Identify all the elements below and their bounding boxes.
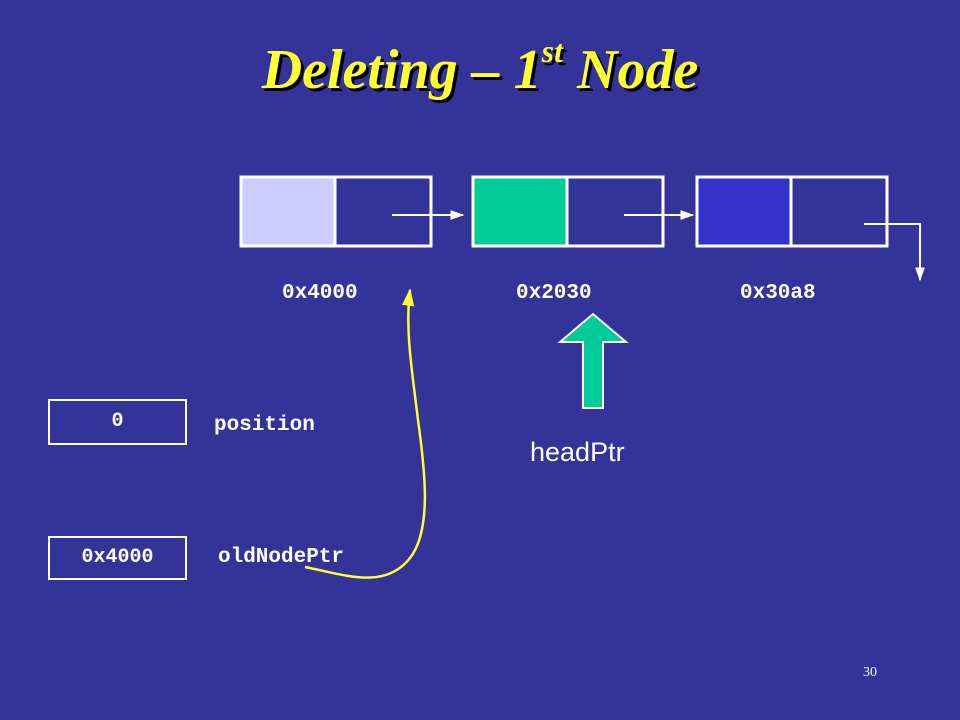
head-pointer-label: headPtr [530,437,625,467]
node-1-address: 0x4000 [282,282,358,305]
node-2-data-cell [471,175,569,248]
position-label: position [214,414,315,437]
old-node-ptr-label: oldNodePtr [218,546,345,569]
title-superscript: st [541,33,564,69]
position-value-box: 0 [48,399,187,445]
headptr-arrow [557,312,629,409]
node-3 [695,175,889,248]
title-end: Node [563,39,699,101]
node-1 [239,175,433,248]
node-2-next-cell [565,175,665,248]
node-1-data-cell [239,175,337,248]
node-1-next-cell [333,175,433,248]
title-main: Deleting – 1 [261,39,542,101]
node-3-next-cell [789,175,889,248]
old-node-pointer-curve [304,288,427,579]
node-3-address: 0x30a8 [740,282,816,305]
old-node-ptr-value-box: 0x4000 [48,536,187,580]
slide-title: Deleting – 1st Node [0,35,960,102]
node-2 [471,175,665,248]
page-number: 30 [863,665,877,680]
node-2-address: 0x2030 [516,282,592,305]
node-3-data-cell [695,175,793,248]
null-arrow [864,223,925,282]
